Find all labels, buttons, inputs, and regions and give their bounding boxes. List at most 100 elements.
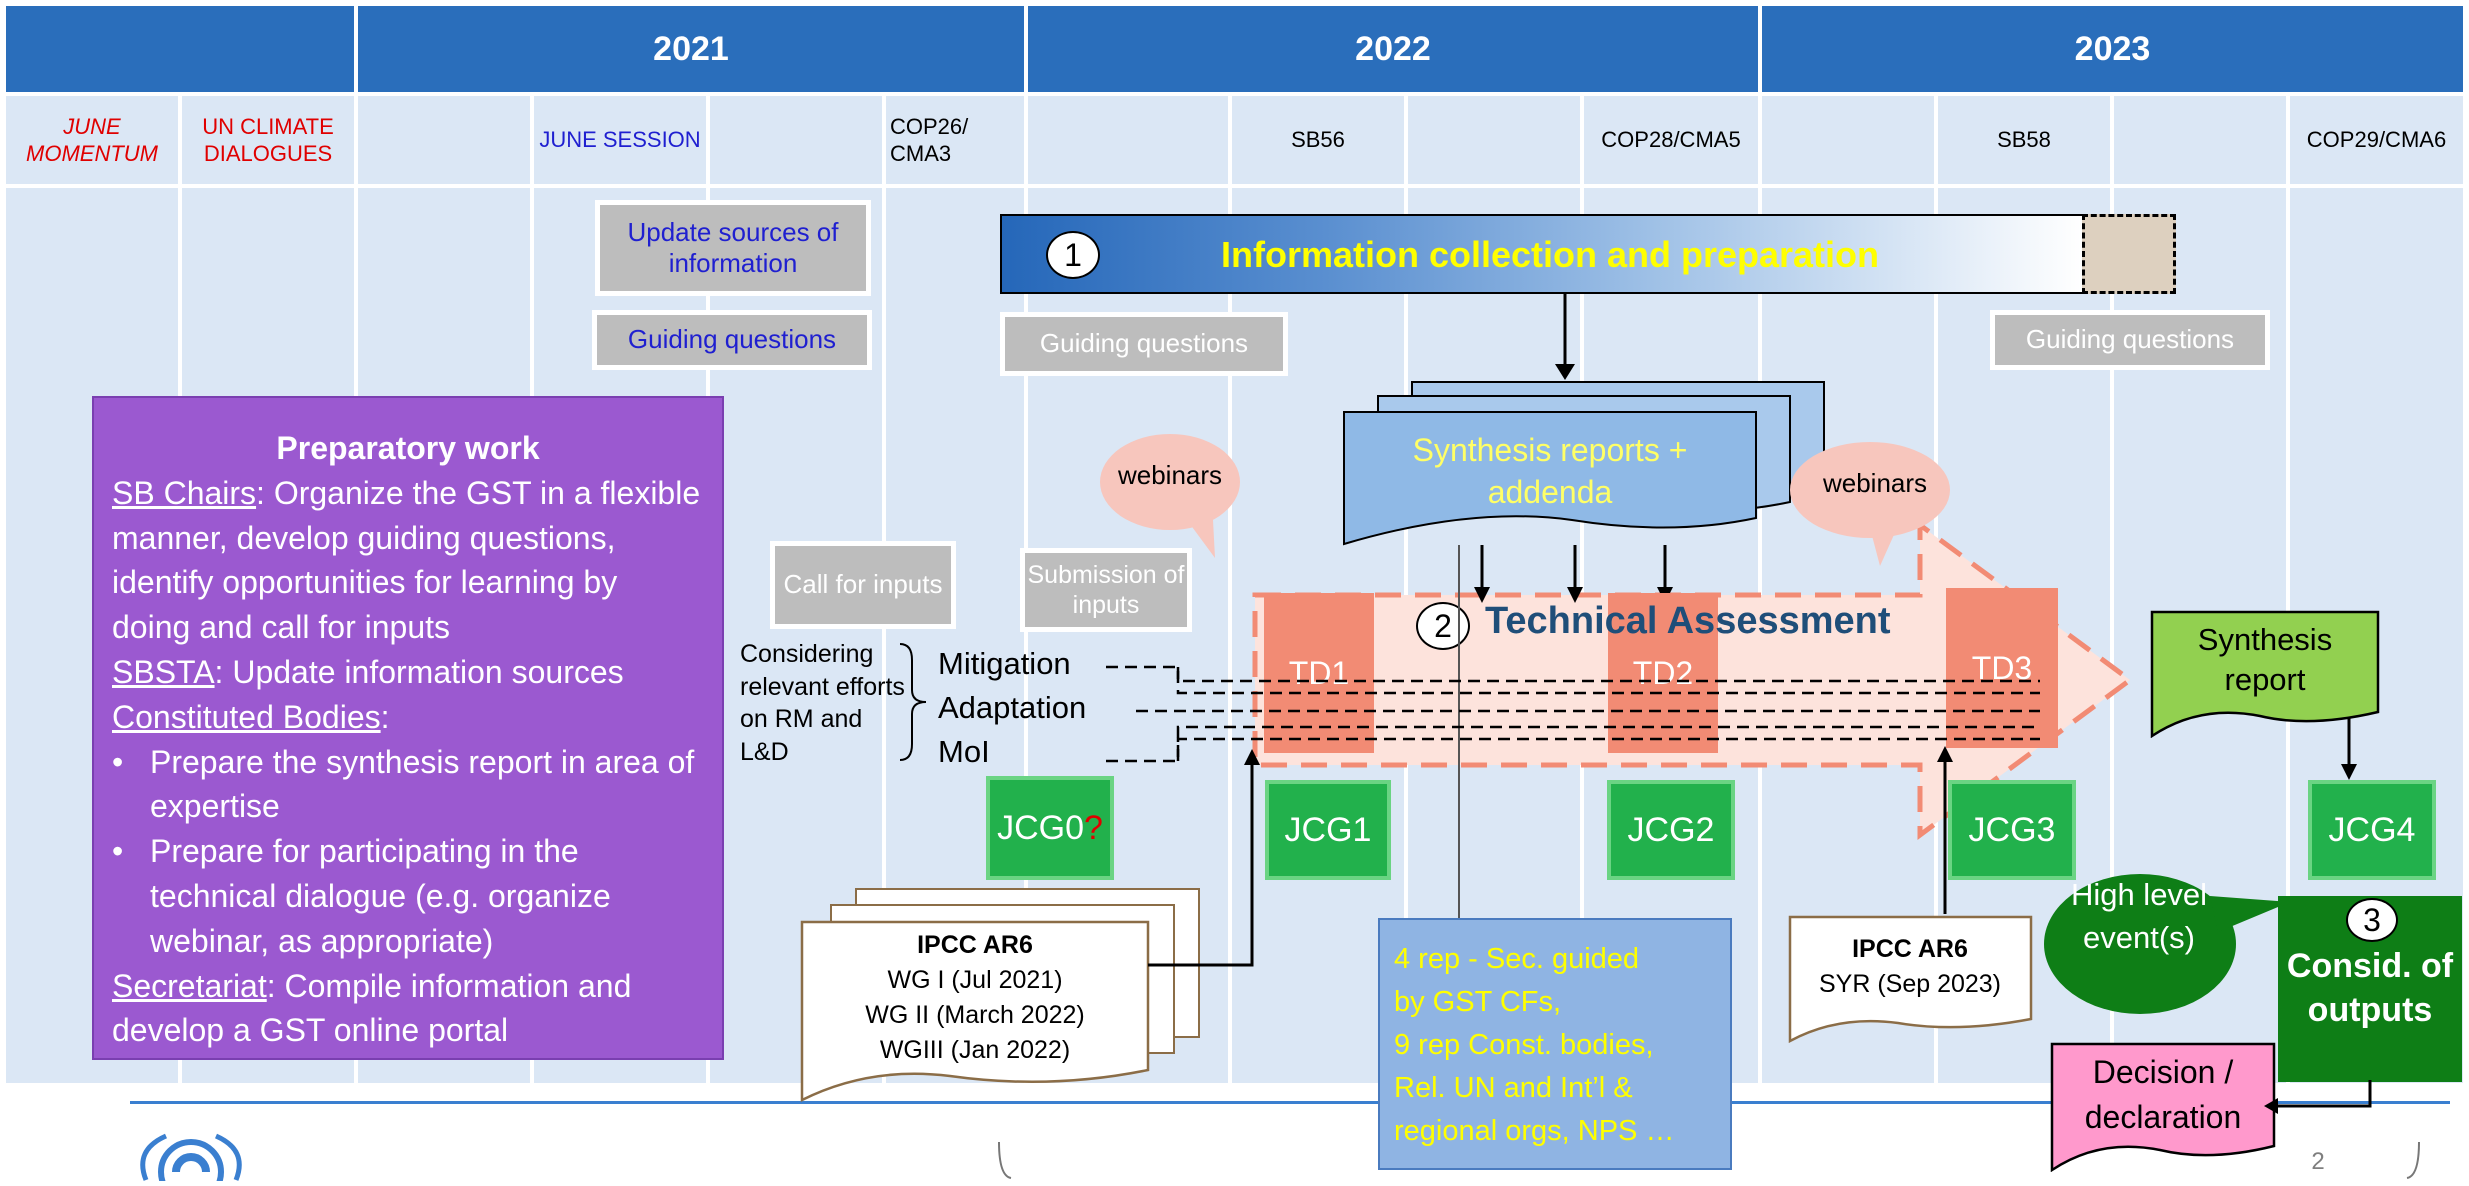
preparatory-work-box: Preparatory work SB Chairs: Organize the…	[92, 396, 724, 1060]
topic-adaptation: Adaptation	[938, 690, 1087, 725]
jcg4-box: JCG4	[2308, 780, 2436, 880]
reports-line: Rel. UN and Int’l &	[1394, 1071, 1633, 1104]
preparatory-title: Preparatory work	[276, 430, 540, 466]
page-number: 2	[2311, 1148, 2325, 1175]
submission-of-inputs-box: Submission of inputs	[1020, 548, 1192, 632]
bullet-text: Prepare for participating in the technic…	[150, 833, 611, 959]
arrow-synthesis-to-jcg4	[2341, 718, 2357, 780]
ipcc-wg-title: IPCC AR6	[917, 931, 1033, 959]
info-collection-title: Information collection and preparation	[1220, 234, 1880, 275]
info-collection-bar	[1000, 214, 2084, 294]
guiding-questions-box-3: Guiding questions	[1990, 310, 2270, 370]
reports-line: 4 rep - Sec. guided	[1394, 943, 1640, 975]
synthesis-reports-stack	[1343, 381, 1825, 546]
bottom-bracket-right	[2406, 1141, 2420, 1179]
sbsta-text: : Update information sources	[214, 653, 624, 690]
secretariat-text: : Compile information and develop a GST …	[112, 967, 632, 1049]
jcg3-box: JCG3	[1948, 780, 2076, 880]
considering-brace	[899, 643, 927, 761]
event-cop28: COP28/CMA5	[1584, 96, 1758, 184]
synthesis-reports-label: Synthesis reports + addenda	[1412, 432, 1688, 510]
info-collection-extension	[2082, 214, 2176, 294]
event-cop29: COP29/CMA6	[2290, 96, 2463, 184]
event-june-session: JUNE SESSION	[534, 96, 706, 184]
event-june-momentum: JUNE MOMENTUM	[6, 96, 178, 184]
webinar-label-2: webinars	[1822, 468, 1928, 498]
guiding-questions-box-2: Guiding questions	[1000, 312, 1288, 376]
reports-line: regional orgs, NPS …	[1394, 1114, 1675, 1147]
synthesis-report-doc	[2150, 610, 2380, 738]
event-blank-2	[710, 96, 882, 184]
jcg2-box: JCG2	[1607, 780, 1735, 880]
connector-line	[1458, 545, 1460, 920]
event-blank-1	[358, 96, 530, 184]
event-blank-6	[2114, 96, 2286, 184]
technical-assessment-title: Technical Assessment	[1485, 600, 1891, 642]
webinar-bubble-1	[1100, 434, 1240, 558]
bullet-text: Prepare the synthesis report in area of …	[150, 743, 695, 825]
year-2021: 2021	[358, 6, 1024, 92]
webinar-label-1: webinars	[1117, 460, 1223, 490]
decision-doc	[2050, 1042, 2276, 1172]
sb-chairs-label: SB Chairs	[112, 474, 257, 511]
event-blank-4	[1408, 96, 1580, 184]
webinar-bubble-2	[1790, 442, 1950, 566]
bullet-dot: •	[112, 743, 124, 780]
ipcc-syr-line: SYR (Sep 2023)	[1818, 970, 2002, 998]
year-2023: 2023	[1762, 6, 2463, 92]
jcg0-question-mark: ?	[1084, 808, 1103, 847]
guiding-questions-box-1: Guiding questions	[592, 310, 872, 370]
step-2-badge: 2	[1416, 602, 1470, 650]
step-3-badge: 3	[2346, 898, 2398, 942]
ipcc-syr-text: IPCC AR6 SYR (Sep 2023)	[1790, 932, 2030, 1002]
reports-line: by GST CFs,	[1394, 985, 1562, 1018]
header-blank	[6, 6, 354, 92]
event-blank-3	[1028, 96, 1228, 184]
bottom-rule	[130, 1101, 2450, 1104]
event-sb58: SB58	[1938, 96, 2110, 184]
preparatory-bullet: • Prepare the synthesis report in area of…	[112, 740, 704, 830]
ipcc-syr-title: IPCC AR6	[1852, 935, 1968, 963]
event-blank-5	[1762, 96, 1934, 184]
topic-mitigation: Mitigation	[938, 646, 1071, 681]
ipcc-syr-doc	[1788, 915, 2033, 1043]
jcg1-box: JCG1	[1265, 780, 1391, 880]
preparatory-sbsta: SBSTA: Update information sources	[112, 650, 704, 695]
arrow-ipcc-to-td1	[1148, 749, 1260, 967]
preparatory-cb: Constituted Bodies:	[112, 695, 704, 740]
update-sources-box: Update sources of information	[595, 200, 871, 296]
cb-label: Constituted Bodies	[112, 698, 381, 735]
preparatory-bullet: • Prepare for participating in the techni…	[112, 829, 704, 963]
event-sb56: SB56	[1232, 96, 1404, 184]
synthesis-report-label: Synthesis report	[2197, 622, 2333, 698]
step-1-badge: 1	[1046, 231, 1100, 279]
high-level-bubble	[2044, 874, 2290, 1014]
cb-text: :	[380, 698, 390, 735]
topic-moi: MoI	[938, 734, 990, 769]
preparatory-sb-chairs: SB Chairs: Organize the GST in a flexibl…	[112, 471, 704, 650]
bullet-dot: •	[112, 833, 124, 870]
arrow-consid-to-decision	[2264, 1080, 2372, 1114]
call-for-inputs-box: Call for inputs	[770, 541, 956, 629]
ipcc-wg-line: WG I (Jul 2021)	[887, 966, 1063, 994]
td3-box: TD3	[1946, 588, 2058, 748]
reports-line: 9 rep Const. bodies,	[1394, 1028, 1654, 1061]
arrow-syr-to-td3	[1937, 746, 1953, 914]
secretariat-label: Secretariat	[112, 967, 267, 1004]
sb-chairs-text: : Organize the GST in a flexible manner,…	[112, 474, 701, 646]
unfccc-logo	[126, 1130, 256, 1186]
year-2022: 2022	[1028, 6, 1758, 92]
event-un-climate-dialogues: UN CLIMATE DIALOGUES	[182, 96, 354, 184]
ipcc-wg-doc-front	[800, 920, 1150, 1102]
sbsta-label: SBSTA	[112, 653, 215, 690]
topic-dashed-lines	[1106, 665, 2040, 763]
reports-box: 4 rep - Sec. guided by GST CFs, 9 rep Co…	[1378, 918, 1732, 1170]
decision-label: Decision / declaration	[2084, 1054, 2242, 1135]
ipcc-wg-line: WGIII (Jan 2022)	[879, 1036, 1071, 1064]
ipcc-wg-text: IPCC AR6 WG I (Jul 2021) WG II (March 20…	[805, 928, 1145, 1068]
high-level-label: High level event(s)	[2070, 877, 2208, 955]
jcg0-label: JCG0	[997, 808, 1084, 847]
consid-outputs-label: Consid. of outputs	[2286, 947, 2454, 1030]
jcg0-box: JCG0?	[986, 776, 1114, 880]
arrow-info-to-synthesis	[1555, 294, 1575, 380]
